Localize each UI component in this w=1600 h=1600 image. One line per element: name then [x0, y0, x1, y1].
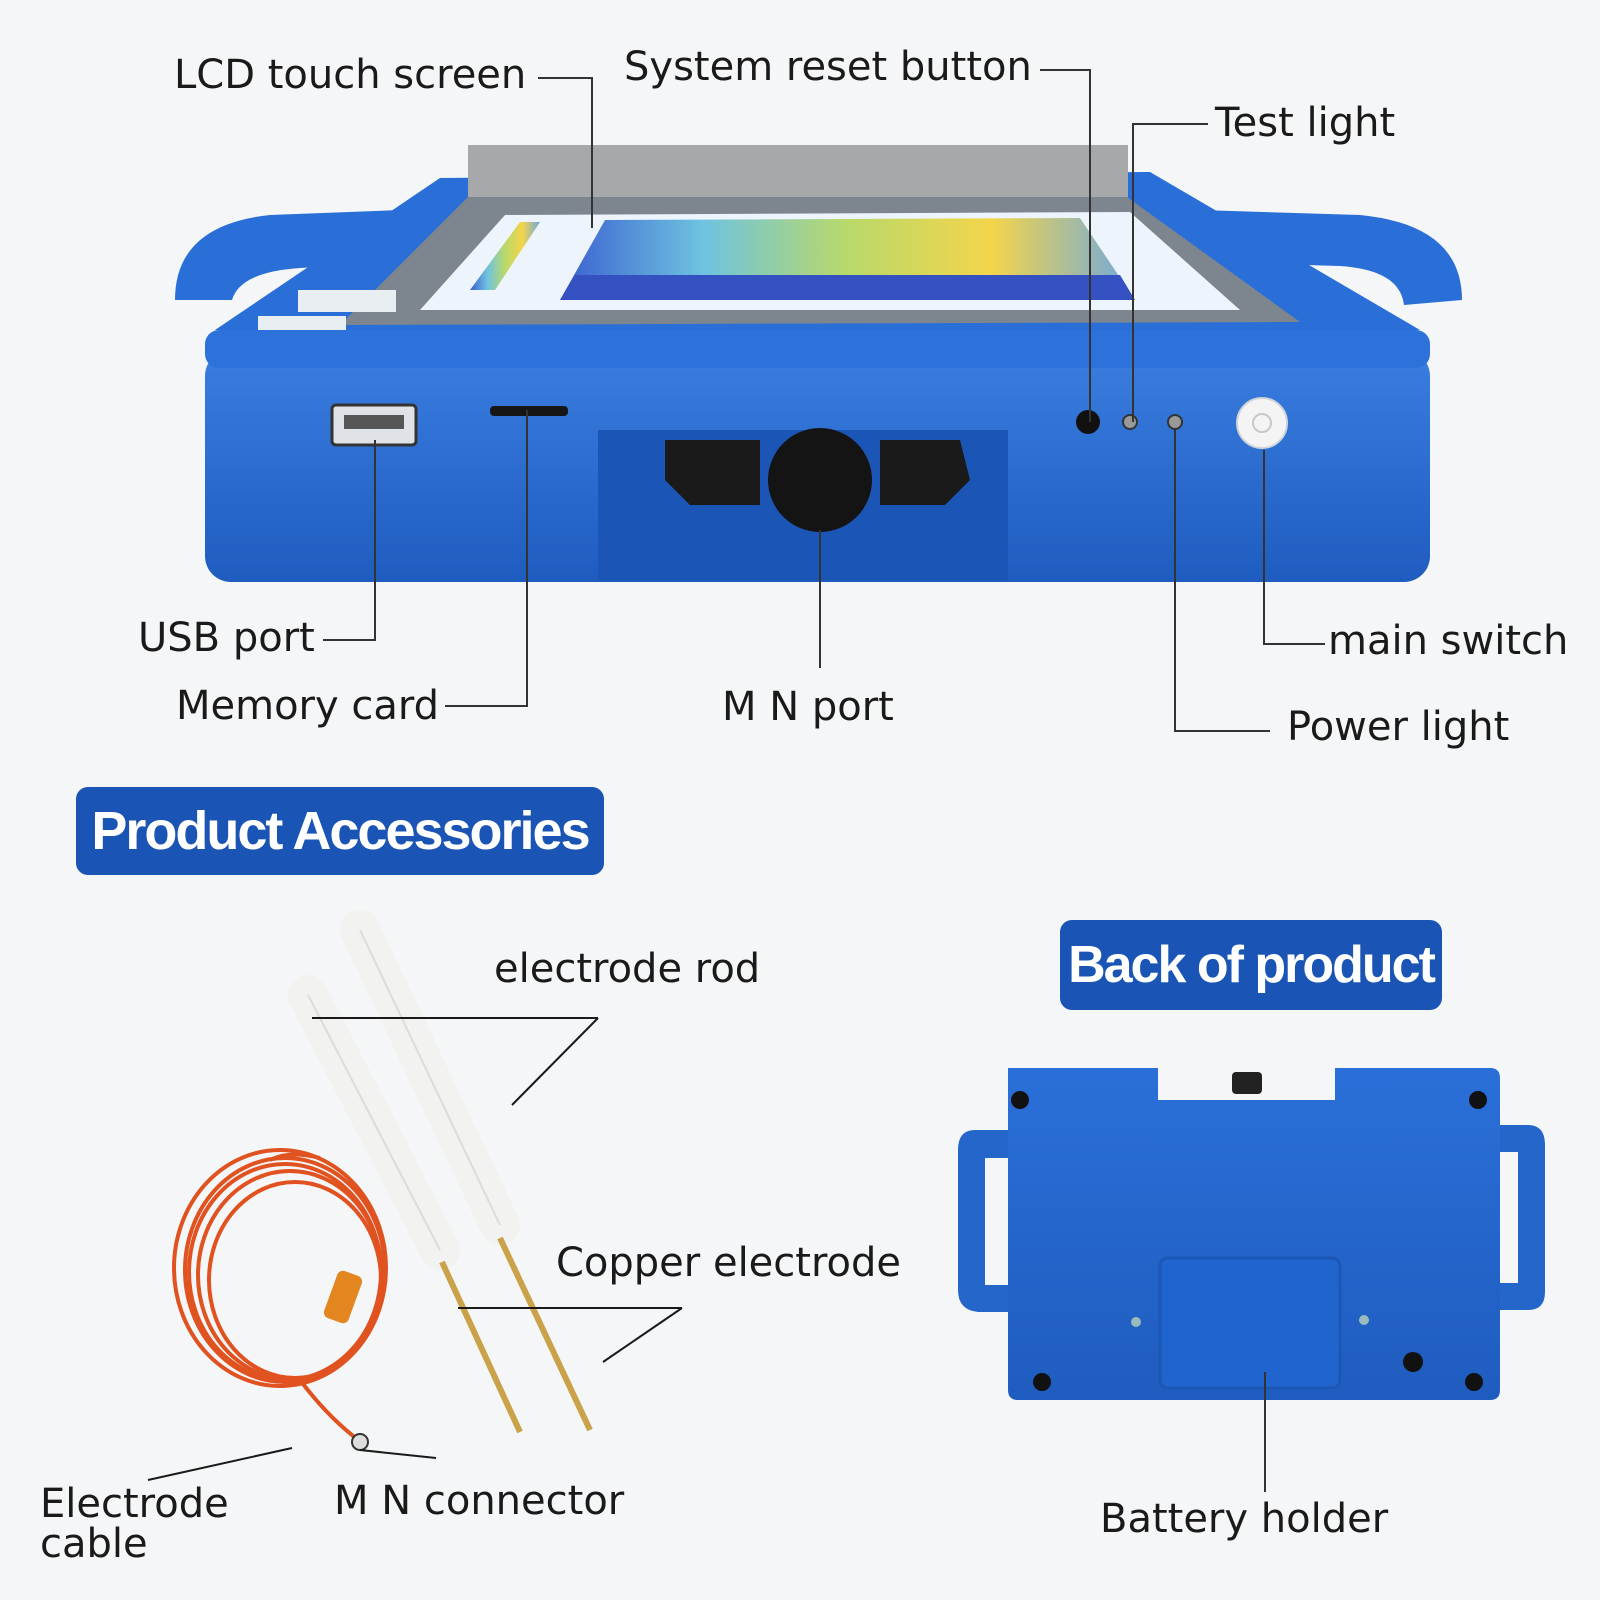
label-usb-port: USB port: [138, 615, 315, 661]
screw: [1359, 1315, 1369, 1325]
label-electrode-cable: Electrode cable: [40, 1481, 229, 1567]
lcd-screen: [420, 212, 1240, 310]
mn-port[interactable]: [598, 428, 1008, 580]
callout-lines-accessories: [147, 1017, 683, 1481]
screw: [1033, 1373, 1051, 1391]
usb-port[interactable]: [330, 403, 418, 447]
battery-cover: [1158, 1256, 1342, 1390]
test-light: [1122, 414, 1138, 430]
callout-lines-front: [323, 69, 1325, 732]
cable-lug: [351, 1433, 369, 1451]
back-panel: [1008, 1068, 1500, 1400]
label-system-reset-button: System reset button: [624, 44, 1032, 90]
section-title-back: Back of product: [1060, 920, 1442, 1010]
power-light: [1167, 414, 1183, 430]
back-connector: [1232, 1072, 1262, 1094]
device-front: [175, 145, 1462, 582]
label-electrode-rod: electrode rod: [494, 946, 761, 992]
screw: [1131, 1317, 1141, 1327]
back-port: [1403, 1352, 1423, 1372]
screw: [1469, 1091, 1487, 1109]
electrode-rod-long: [340, 910, 593, 1432]
label-mn-connector: M N connector: [334, 1478, 625, 1524]
screw: [1011, 1091, 1029, 1109]
label-mn-port: M N port: [722, 684, 894, 730]
system-reset-button[interactable]: [1076, 410, 1100, 434]
label-test-light: Test light: [1215, 100, 1396, 146]
mn-connector-plug: [323, 1270, 363, 1324]
section-title-accessories: Product Accessories: [76, 787, 604, 875]
main-switch[interactable]: [1236, 397, 1288, 449]
label-battery-holder: Battery holder: [1100, 1496, 1389, 1542]
screen-title-bar: [468, 145, 1128, 197]
body-top-edge: [205, 330, 1430, 368]
sticker: [298, 290, 396, 312]
label-lcd-touch-screen: LCD touch screen: [174, 52, 527, 98]
label-copper-electrode: Copper electrode: [556, 1240, 901, 1286]
right-handle: [1200, 210, 1462, 305]
electrode-rod-short: [288, 975, 523, 1434]
memory-card-slot[interactable]: [490, 406, 568, 416]
back-left-handle: [958, 1130, 1008, 1312]
label-memory-card: Memory card: [176, 683, 440, 729]
device-back: [958, 1068, 1545, 1400]
label-main-switch: main switch: [1328, 618, 1569, 664]
back-right-handle: [1494, 1125, 1545, 1310]
label-power-light: Power light: [1287, 704, 1510, 750]
left-handle: [175, 210, 400, 300]
electrode-cable-coil: [172, 1148, 388, 1447]
screw: [1465, 1373, 1483, 1391]
